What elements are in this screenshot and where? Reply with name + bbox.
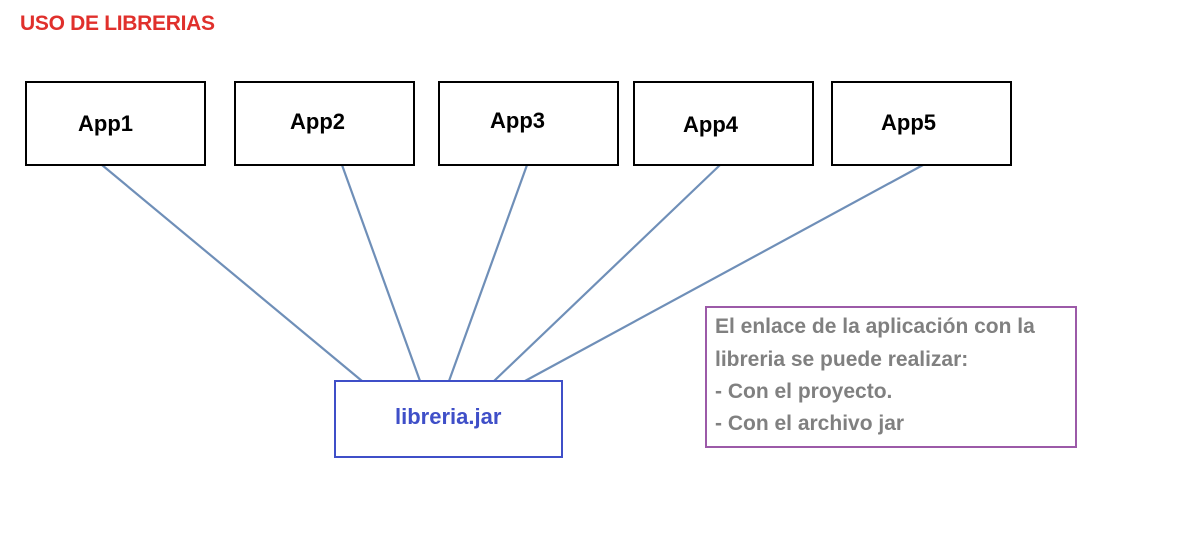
connector-app1 — [101, 164, 363, 382]
library-box: libreria.jar — [334, 380, 563, 458]
connector-app5 — [524, 164, 924, 382]
note-line: - Con el archivo jar — [715, 412, 905, 435]
connector-app4 — [493, 164, 721, 382]
app-label: App3 — [490, 108, 545, 133]
library-label: libreria.jar — [395, 404, 502, 429]
app-box-1: App1 — [25, 81, 206, 166]
note-box: El enlace de la aplicación con la librer… — [705, 306, 1077, 448]
diagram-title: USO DE LIBRERIAS — [20, 12, 215, 35]
app-label: App2 — [290, 109, 345, 134]
app-box-2: App2 — [234, 81, 415, 166]
app-box-4: App4 — [633, 81, 814, 166]
note-line: - Con el proyecto. — [715, 380, 893, 403]
app-label: App4 — [683, 112, 738, 137]
note-line: libreria se puede realizar: — [715, 348, 969, 371]
connector-app3 — [447, 164, 529, 382]
connector-app2 — [340, 164, 422, 382]
app-box-3: App3 — [438, 81, 619, 166]
app-label: App1 — [78, 111, 133, 136]
app-box-5: App5 — [831, 81, 1012, 166]
app-label: App5 — [881, 110, 936, 135]
note-line: El enlace de la aplicación con la — [715, 315, 1035, 338]
